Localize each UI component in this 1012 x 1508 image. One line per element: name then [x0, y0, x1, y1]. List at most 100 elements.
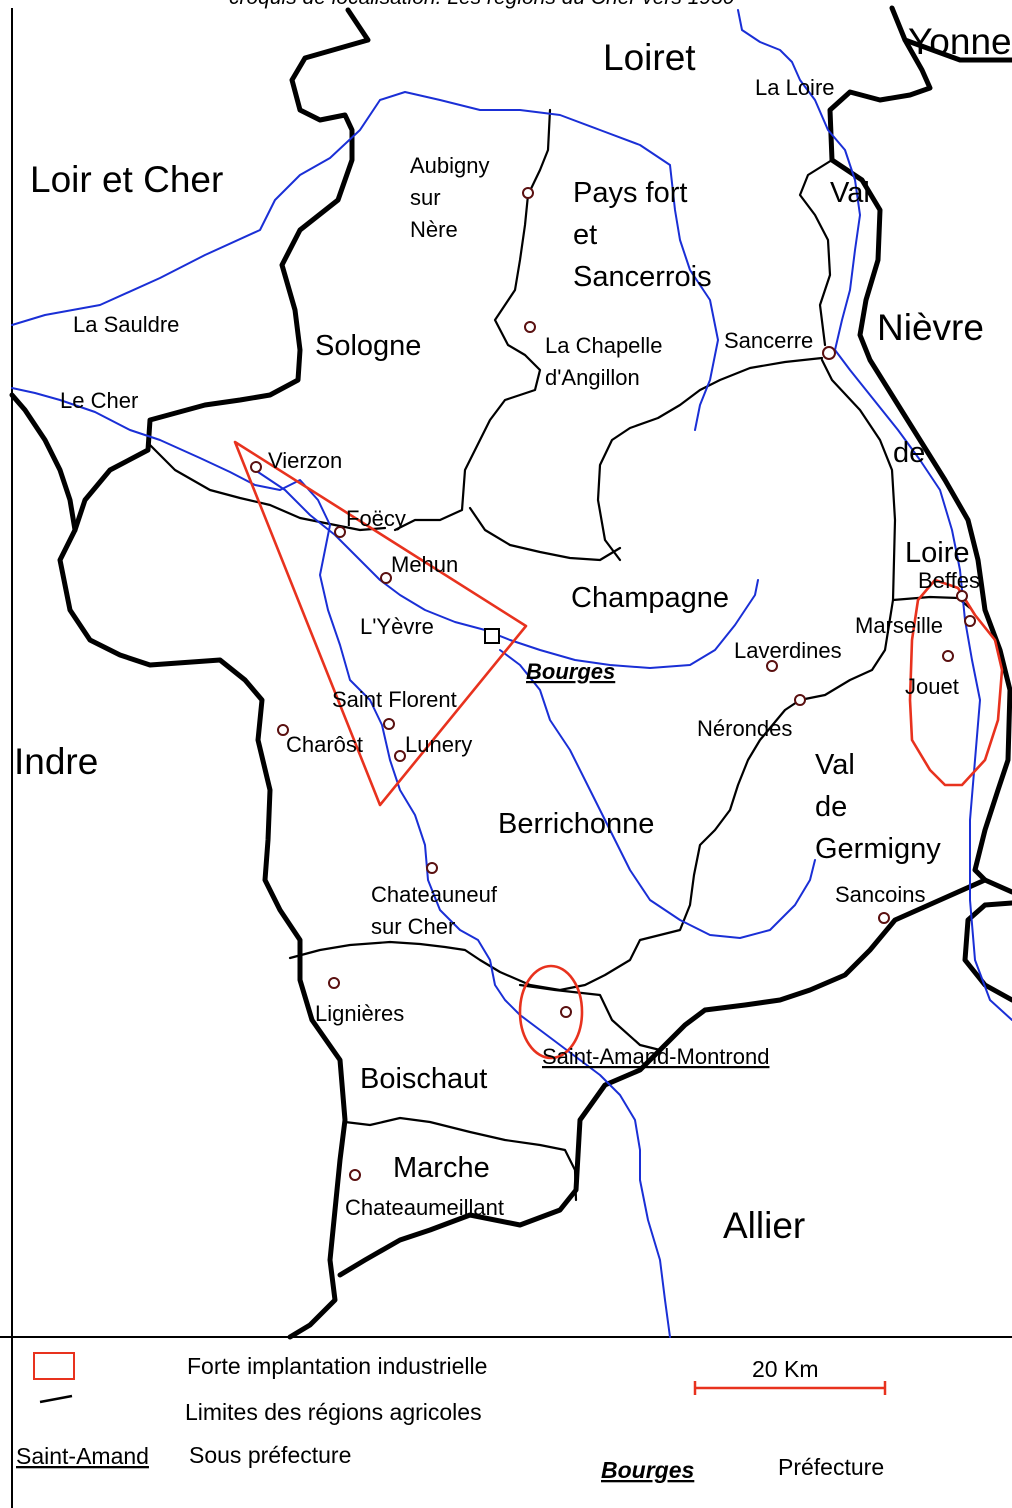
town-label-aubigny-line3: Nère: [410, 217, 458, 242]
cher-department-border: [57, 7, 371, 1340]
town-label-chateauneuf-line2: sur Cher: [371, 914, 455, 939]
legend-industrial-label: Forte implantation industrielle: [187, 1353, 487, 1379]
river-label-sauldre: La Sauldre: [73, 312, 179, 337]
town-dot-chateaumeillant: [349, 1169, 361, 1181]
map-title: croquis de localisation. Les régions du …: [229, 0, 735, 9]
town-dot-jouet: [942, 650, 954, 662]
river-label-loire: La Loire: [755, 75, 835, 100]
department-loiret: Loiret: [603, 37, 696, 78]
region-champagne: Champagne: [571, 582, 729, 614]
town-dot-mehun: [380, 572, 392, 584]
town-dot-sancerre: [822, 346, 836, 360]
town-label-lunery: Lunery: [405, 732, 472, 757]
nievre-border: [827, 5, 1012, 895]
scale-bar: [693, 1381, 887, 1395]
limit-valloire-west: [798, 158, 834, 347]
town-label-laverdines: Laverdines: [734, 638, 842, 663]
industrial-zone-jouet: [908, 578, 1004, 787]
region-val-loire-line2: de: [893, 437, 925, 469]
town-label-mehun: Mehun: [391, 552, 458, 577]
region-val-germigny-line1: Val: [815, 749, 855, 781]
town-dot-laverdines: [766, 660, 778, 672]
town-label-la-chapelle-line1: La Chapelle: [545, 333, 662, 358]
town-dot-aubigny: [522, 187, 534, 199]
legend-subprefecture-label: Sous préfecture: [189, 1442, 351, 1468]
limit-germigny: [288, 698, 802, 992]
region-boischaut: Boischaut: [360, 1063, 487, 1095]
legend-limit-label: Limites des régions agricoles: [185, 1399, 482, 1425]
town-label-marseille: Marseille: [855, 613, 943, 638]
town-dot-lunery: [394, 750, 406, 762]
town-label-chateaumeillant: Chateaumeillant: [345, 1195, 504, 1220]
limit-boischaut-south: [518, 983, 662, 1052]
legend-industrial-swatch: [33, 1352, 75, 1380]
town-label-saint-amand: Saint-Amand-Montrond: [542, 1044, 769, 1069]
town-label-aubigny-line2: sur: [410, 185, 441, 210]
town-label-jouet: Jouet: [905, 674, 959, 699]
limit-paysfort-champagne: [468, 506, 622, 562]
town-label-aubigny-line1: Aubigny: [410, 153, 490, 178]
town-label-chateauneuf-line1: Chateauneuf: [371, 882, 498, 907]
town-dot-foecy: [334, 526, 346, 538]
department-allier: Allier: [723, 1205, 805, 1246]
town-label-beffes: Beffes: [918, 568, 980, 593]
scale-bar-label: 20 Km: [752, 1356, 818, 1382]
allier-border: [337, 877, 988, 1278]
nievre-south-border: [962, 900, 1012, 1003]
town-label-la-chapelle-line2: d'Angillon: [545, 365, 640, 390]
town-label-foecy: Foëcy: [346, 506, 406, 531]
river-cher: [11, 387, 671, 1338]
town-dot-nerondes: [794, 694, 806, 706]
town-dot-lignieres: [328, 977, 340, 989]
limit-sologne-paysfort: [393, 108, 552, 532]
river-loire: [737, 9, 1012, 1021]
department-indre: Indre: [14, 741, 98, 782]
legend-prefecture-sample: Bourges: [601, 1457, 694, 1483]
industrial-zone-vierzon-bourges: [233, 440, 528, 807]
legend-limit-swatch: [39, 1394, 73, 1404]
town-dot-la-chapelle: [524, 321, 536, 333]
town-dot-charost: [277, 724, 289, 736]
region-val-germigny-line2: de: [815, 791, 847, 823]
town-label-lignieres: Lignières: [315, 1001, 404, 1026]
river-yevre: [254, 469, 759, 669]
town-dot-vierzon: [250, 461, 262, 473]
region-val-germigny-line3: Germigny: [815, 833, 941, 865]
legend-subprefecture-sample: Saint-Amand: [16, 1443, 149, 1469]
town-label-sancerre: Sancerre: [724, 328, 813, 353]
town-dot-chateauneuf: [426, 862, 438, 874]
department-nievre: Nièvre: [877, 307, 984, 348]
town-dot-saint-florent: [383, 718, 395, 730]
town-label-bourges: Bourges: [526, 659, 615, 684]
industrial-zone-saint-amand: [518, 964, 584, 1060]
town-dot-sancoins: [878, 912, 890, 924]
limit-paysfort-valloire: [596, 356, 824, 562]
town-label-sancoins: Sancoins: [835, 882, 926, 907]
town-dot-saint-amand: [560, 1006, 572, 1018]
river-label-yevre: L'Yèvre: [360, 614, 434, 639]
town-label-saint-florent: Saint Florent: [332, 687, 457, 712]
limit-cher-valley: [148, 443, 387, 532]
legend-prefecture-label: Préfecture: [778, 1454, 884, 1480]
town-label-vierzon: Vierzon: [268, 448, 342, 473]
town-dot-beffes: [956, 590, 968, 602]
region-val-loire-line3: Loire: [905, 537, 970, 569]
limit-boischaut-marche: [343, 1116, 578, 1202]
river-label-cher: Le Cher: [60, 388, 138, 413]
region-pays-fort-line1: Pays fort: [573, 177, 687, 209]
town-label-charost: Charôst: [286, 732, 363, 757]
region-sologne: Sologne: [315, 330, 421, 362]
town-label-nerondes: Nérondes: [697, 716, 792, 741]
river-sauldre: [11, 91, 719, 431]
limit-valloire-champagne: [798, 358, 897, 702]
yonne-border: [902, 37, 1012, 63]
region-pays-fort-line2: et: [573, 219, 597, 251]
department-loir-et-cher: Loir et Cher: [30, 159, 223, 200]
town-dot-marseille: [964, 615, 976, 627]
department-yonne: Yonne: [908, 21, 1012, 62]
prefecture-marker-bourges: [484, 628, 500, 644]
region-val-loire-line1: Val: [830, 177, 870, 209]
loir-et-cher-border: [9, 392, 78, 533]
region-berrichonne: Berrichonne: [498, 808, 654, 840]
